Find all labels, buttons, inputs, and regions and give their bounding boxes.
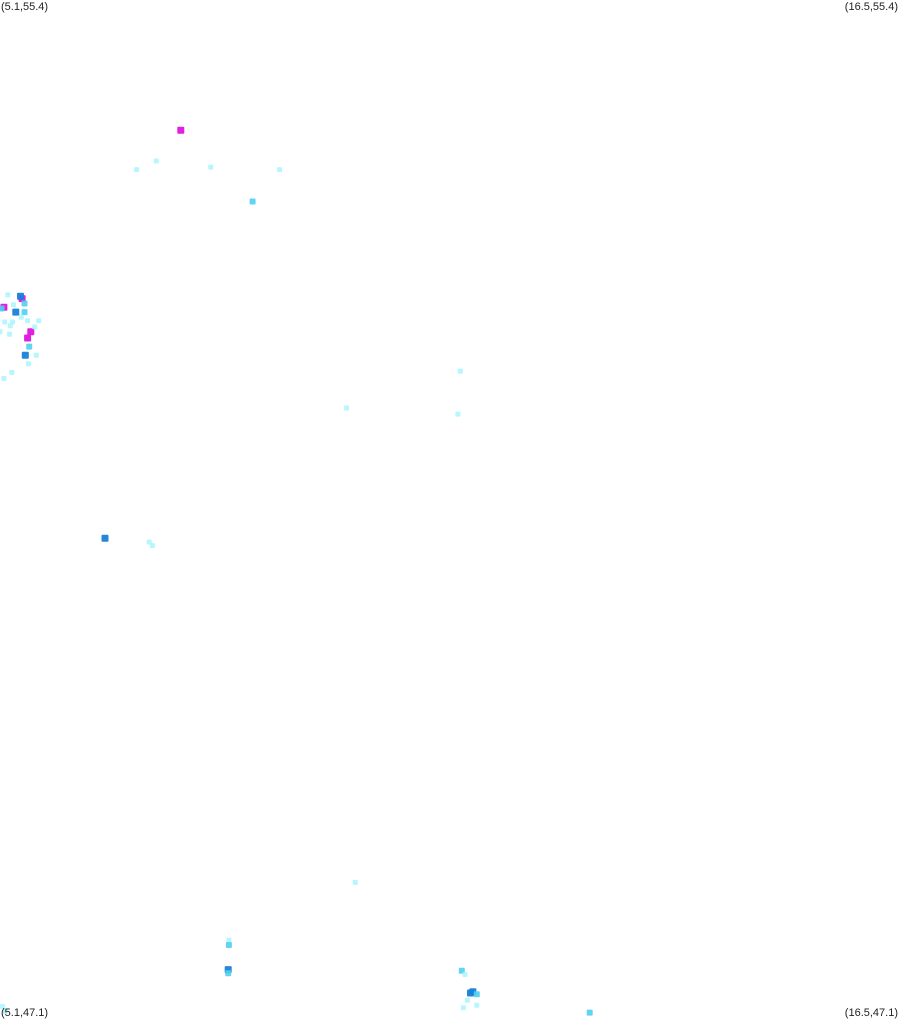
heat-point: [9, 369, 15, 375]
heat-point: [7, 331, 12, 337]
heat-point: [12, 308, 20, 316]
heat-point: [21, 351, 29, 359]
heat-point: [33, 352, 39, 358]
corner-coordinate-top-right: (16.5,55.4): [844, 1, 898, 13]
heat-point: [21, 309, 28, 316]
heat-point: [473, 991, 480, 998]
corner-coordinate-bottom-left: (5.1,47.1): [1, 1007, 49, 1019]
heat-point: [1, 376, 7, 381]
heat-point: [24, 334, 32, 342]
corner-coordinate-bottom-right: (16.5,47.1): [844, 1007, 898, 1019]
heat-point: [18, 314, 24, 320]
heat-point: [101, 534, 109, 542]
heat-point: [0, 305, 5, 312]
heat-point: [225, 970, 232, 977]
heat-point: [17, 292, 24, 300]
heat-point: [10, 302, 16, 308]
heat-point: [249, 198, 256, 205]
corner-coordinate-top-left: (5.1,55.4): [1, 1, 49, 13]
heat-point: [457, 368, 463, 374]
heat-point: [3, 1008, 8, 1014]
heat-point: [2, 319, 8, 325]
heat-point: [36, 318, 42, 324]
heat-point: [149, 543, 155, 549]
heat-point: [464, 997, 470, 1003]
heat-point: [0, 1004, 5, 1009]
heat-point: [0, 329, 3, 335]
heat-point: [455, 411, 461, 417]
heat-point: [26, 343, 33, 350]
heat-point: [586, 1009, 593, 1016]
heat-point: [5, 292, 11, 298]
heat-point: [32, 324, 38, 330]
heat-point: [25, 361, 31, 367]
heat-point: [25, 318, 31, 324]
heat-point: [460, 1005, 466, 1011]
heat-point: [177, 126, 185, 134]
heat-point: [134, 167, 140, 173]
heat-point: [7, 323, 13, 329]
heat-point: [153, 158, 159, 164]
heat-point: [208, 164, 214, 170]
heat-point: [226, 937, 232, 943]
heat-point: [27, 328, 35, 336]
heat-point: [225, 942, 232, 948]
heat-point: [21, 300, 28, 307]
heat-point: [344, 405, 350, 411]
heat-point: [277, 167, 282, 173]
heat-point: [474, 1002, 480, 1008]
heat-point: [352, 879, 358, 885]
heat-point: [462, 972, 468, 977]
